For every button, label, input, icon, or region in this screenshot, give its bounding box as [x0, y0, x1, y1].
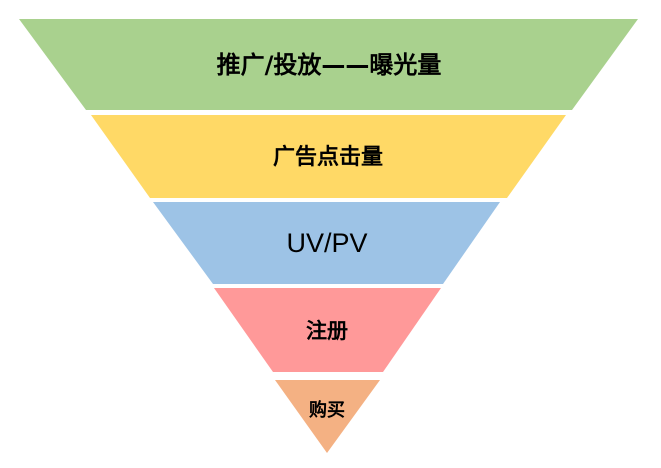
funnel-stage-exposure: 推广/投放——曝光量 — [19, 19, 638, 110]
stage-label-exposure: 推广/投放——曝光量 — [217, 51, 442, 79]
stage-band-ad-clicks — [91, 115, 566, 198]
stage-label-uv-pv: UV/PV — [286, 228, 367, 258]
stage-band-purchase — [275, 380, 380, 453]
funnel-stage-purchase: 购买 — [275, 380, 380, 453]
stage-band-exposure — [19, 19, 638, 110]
stage-label-register: 注册 — [306, 319, 348, 343]
stage-band-uv-pv — [153, 202, 500, 284]
stage-label-purchase: 购买 — [309, 399, 345, 421]
funnel-stage-ad-clicks: 广告点击量 — [91, 115, 566, 198]
stage-label-ad-clicks: 广告点击量 — [273, 144, 383, 170]
stage-band-register — [214, 288, 441, 372]
funnel-stage-register: 注册 — [214, 288, 441, 372]
funnel-stage-uv-pv: UV/PV — [153, 202, 500, 284]
